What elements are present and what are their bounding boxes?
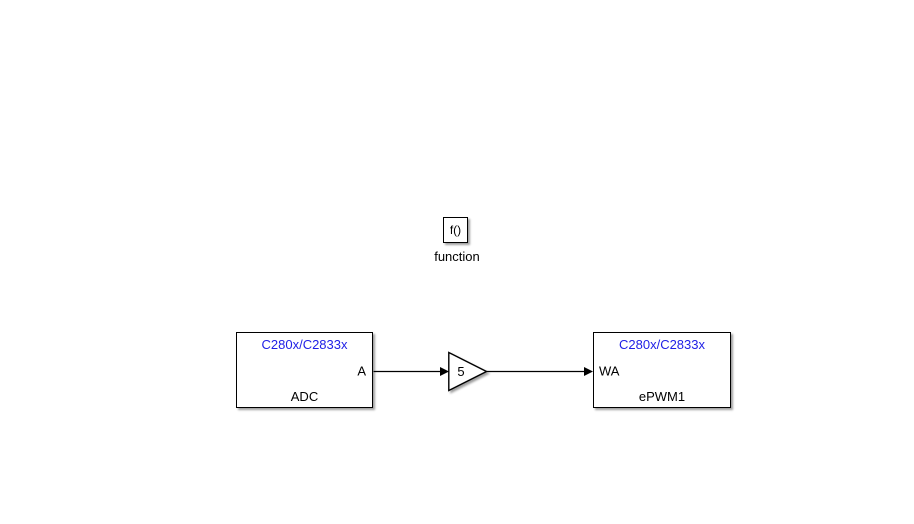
gain-block[interactable] (448, 351, 489, 392)
arrowhead-gain-input (440, 367, 449, 376)
function-call-icon: f() (449, 223, 462, 237)
arrowhead-epwm-input (584, 367, 593, 376)
epwm-block-header: C280x/C2833x (619, 337, 705, 352)
adc-block-header: C280x/C2833x (261, 337, 348, 352)
epwm-block-name: ePWM1 (638, 389, 686, 404)
function-call-block[interactable]: f() (443, 217, 468, 243)
adc-block-name: ADC (290, 389, 319, 404)
function-block-caption: function (434, 249, 480, 264)
epwm-input-port-label: WA (599, 363, 620, 379)
adc-block[interactable]: C280x/C2833x A ADC (236, 332, 373, 408)
gain-value-label: 5 (457, 364, 464, 379)
epwm-block[interactable]: C280x/C2833x WA ePWM1 (593, 332, 731, 408)
adc-output-port-label: A (357, 363, 366, 379)
